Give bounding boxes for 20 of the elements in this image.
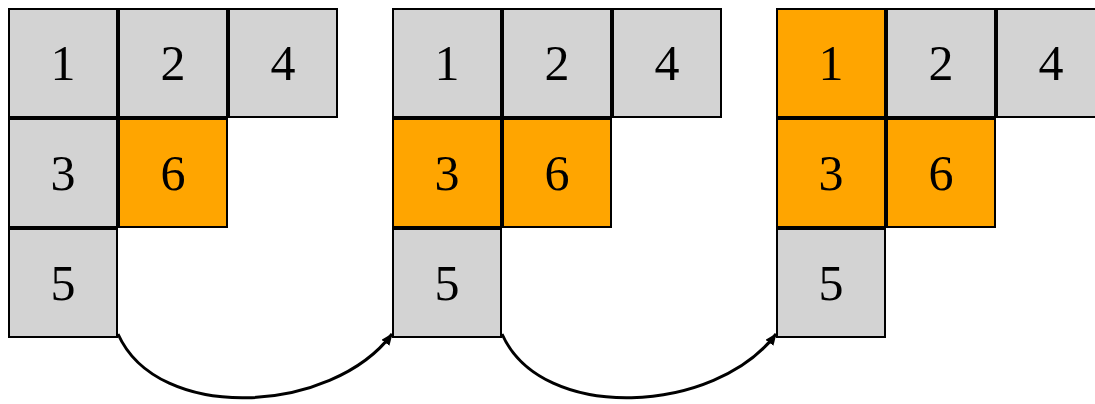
tableau-cell: 5 <box>392 228 502 338</box>
tableau-cell: 6 <box>118 118 228 228</box>
tableau-cell: 4 <box>228 8 338 118</box>
tableau-cell: 3 <box>8 118 118 228</box>
curved-arrow <box>500 332 778 400</box>
tableau-cell: 6 <box>502 118 612 228</box>
tableau-cell: 2 <box>886 8 996 118</box>
tableau-cell: 1 <box>776 8 886 118</box>
curved-arrow <box>116 332 394 400</box>
tableau-cell: 1 <box>8 8 118 118</box>
tableau-cell: 1 <box>392 8 502 118</box>
tableau-cell: 5 <box>8 228 118 338</box>
tableau-cell: 4 <box>996 8 1095 118</box>
tableau-cell: 6 <box>886 118 996 228</box>
tableau-cell: 2 <box>502 8 612 118</box>
tableau-cell: 3 <box>776 118 886 228</box>
tableau-cell: 4 <box>612 8 722 118</box>
tableau-cell: 5 <box>776 228 886 338</box>
tableau-cell: 2 <box>118 8 228 118</box>
tableau-cell: 3 <box>392 118 502 228</box>
